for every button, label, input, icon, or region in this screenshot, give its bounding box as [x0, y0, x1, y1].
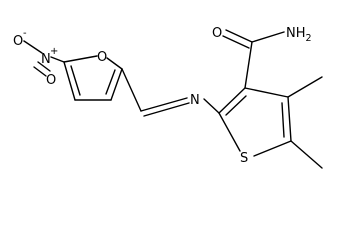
bond-imine-double-a	[140, 97, 188, 112]
amide-nitrogen-text: NH	[286, 26, 306, 41]
amide-oxygen-label: O	[212, 26, 222, 41]
amide-nitrogen-subscript: 2	[306, 33, 312, 44]
nitro-nitrogen-label: N	[41, 52, 51, 67]
furan-oxygen-label: O	[97, 50, 107, 65]
nitro-nitrogen-charge: +	[50, 46, 58, 57]
atom-labels: O - N + O O N S O NH2	[13, 26, 312, 166]
bond-n-furan-c5	[50, 56, 65, 63]
bond-c2-c3	[218, 87, 246, 114]
nitro-oxygen-charge: -	[23, 28, 27, 39]
bond-imine-double-b	[143, 102, 190, 117]
nitro-double-oxygen-label: O	[46, 73, 56, 88]
bond-c3-c2	[110, 68, 123, 101]
bond-n-o-double-b	[37, 61, 51, 72]
bond-c4-c5-inner	[281, 102, 285, 138]
bond-c2-methine	[121, 68, 142, 112]
bond-n-thiophene-c2	[203, 98, 220, 114]
thiophene-sulfur-label: S	[240, 151, 248, 166]
amide-nitrogen-label: NH2	[286, 26, 312, 44]
chemical-structure: O - N + O O N S O NH2	[13, 26, 323, 169]
bond-carbonyl-o-b	[222, 35, 250, 49]
bond-s-c2	[218, 112, 241, 152]
bond-carbonyl-o-a	[225, 29, 253, 43]
bond-c5-methyl	[290, 140, 323, 169]
bond-c4-methyl	[287, 76, 323, 98]
bond-o-n-single	[23, 40, 43, 54]
bond-c5-c4	[63, 61, 76, 101]
bond-c3-c2-inner	[105, 69, 116, 95]
bond-o1-c2	[106, 57, 123, 70]
bond-lines	[23, 29, 323, 169]
bond-c5-c4-inner	[70, 65, 81, 96]
bond-c5-o1	[63, 55, 98, 63]
bond-c3-c4	[244, 87, 289, 98]
nitro-oxygen-label: O	[13, 34, 23, 49]
bond-c5-s	[253, 140, 292, 157]
imine-nitrogen-label: N	[190, 93, 200, 108]
bond-c4-c5	[287, 96, 292, 142]
bond-c3-carbonyl	[244, 41, 253, 89]
bond-n-o-double-a	[33, 66, 47, 77]
bond-c2-c3-inner	[225, 95, 247, 116]
bond-carbonyl-nh2	[251, 31, 285, 43]
